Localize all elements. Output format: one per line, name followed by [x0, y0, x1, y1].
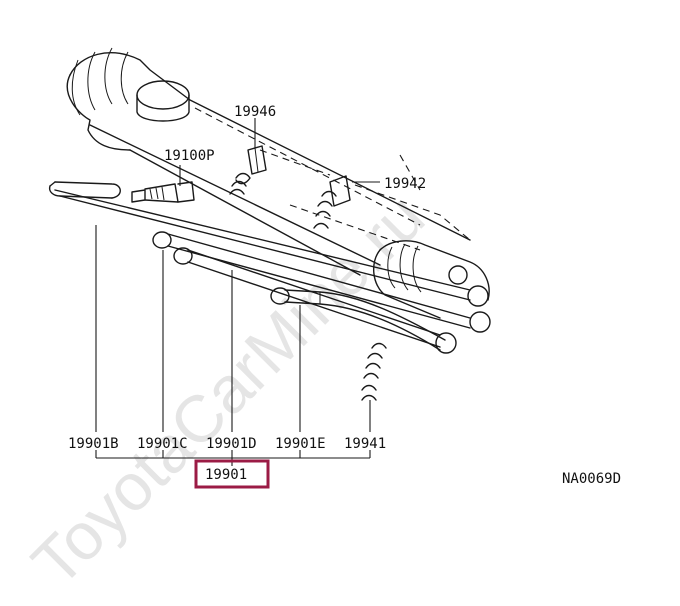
- leader-lines: [95, 118, 380, 466]
- cord-clamp-19942: [313, 175, 351, 229]
- label-19901B[interactable]: 19901B: [68, 436, 119, 452]
- cord-clamp-19941: [361, 342, 387, 401]
- label-19901[interactable]: 19901: [205, 467, 247, 483]
- cord-clamp-19946: [229, 145, 267, 195]
- label-19901D[interactable]: 19901D: [206, 436, 257, 452]
- highlight-box-19901: [194, 459, 270, 489]
- label-19100P[interactable]: 19100P: [164, 148, 215, 164]
- label-19901C[interactable]: 19901C: [137, 436, 188, 452]
- engine-block-outline: [66, 47, 471, 276]
- label-19942[interactable]: 19942: [384, 176, 426, 192]
- ignition-cords: [48, 181, 471, 351]
- spark-plug: [131, 181, 195, 203]
- label-19946[interactable]: 19946: [234, 104, 276, 120]
- label-19941[interactable]: 19941: [344, 436, 386, 452]
- diagram-code: NA0069D: [562, 471, 621, 487]
- label-19901E[interactable]: 19901E: [275, 436, 326, 452]
